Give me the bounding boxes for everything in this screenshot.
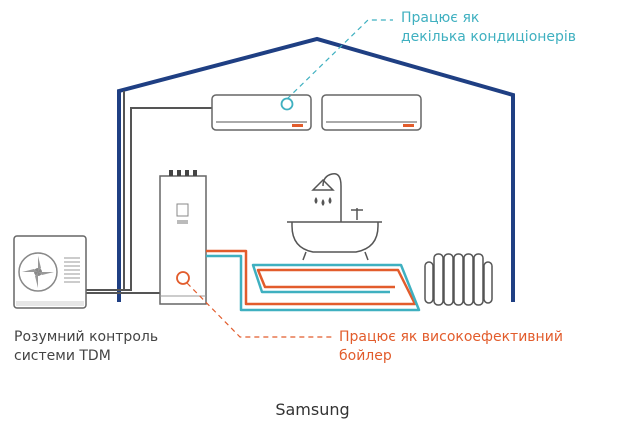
source-caption: Samsung: [275, 400, 350, 419]
bathtub-shower-icon: [287, 173, 382, 261]
ac-label-line2: декілька кондиціонерів: [401, 29, 577, 45]
control-label: Розумний контроль системи TDM: [14, 328, 158, 366]
connection-pipes: [86, 91, 212, 294]
control-label-line2: системи TDM: [14, 348, 111, 364]
air-conditioner-2: [321, 94, 422, 131]
air-conditioner-1: [211, 94, 312, 131]
ac-callout-label: Працює як декілька кондиціонерів: [401, 9, 576, 47]
indoor-tank-unit: [159, 170, 207, 305]
outdoor-unit: [13, 235, 87, 309]
underfloor-heating-loop: [206, 249, 421, 312]
ac-callout-line: [286, 19, 393, 100]
house-outline: [117, 36, 515, 302]
ac-label-line1: Працює як: [401, 10, 480, 26]
control-label-line1: Розумний контроль: [14, 329, 159, 345]
radiator-icon: [424, 253, 493, 306]
water-drops: [314, 197, 332, 206]
boiler-callout-label: Працює як високоефективний бойлер: [339, 328, 563, 366]
boiler-label-line1: Працює як високоефективний: [339, 329, 563, 345]
boiler-callout-line: [186, 282, 333, 338]
boiler-label-line2: бойлер: [339, 348, 392, 364]
